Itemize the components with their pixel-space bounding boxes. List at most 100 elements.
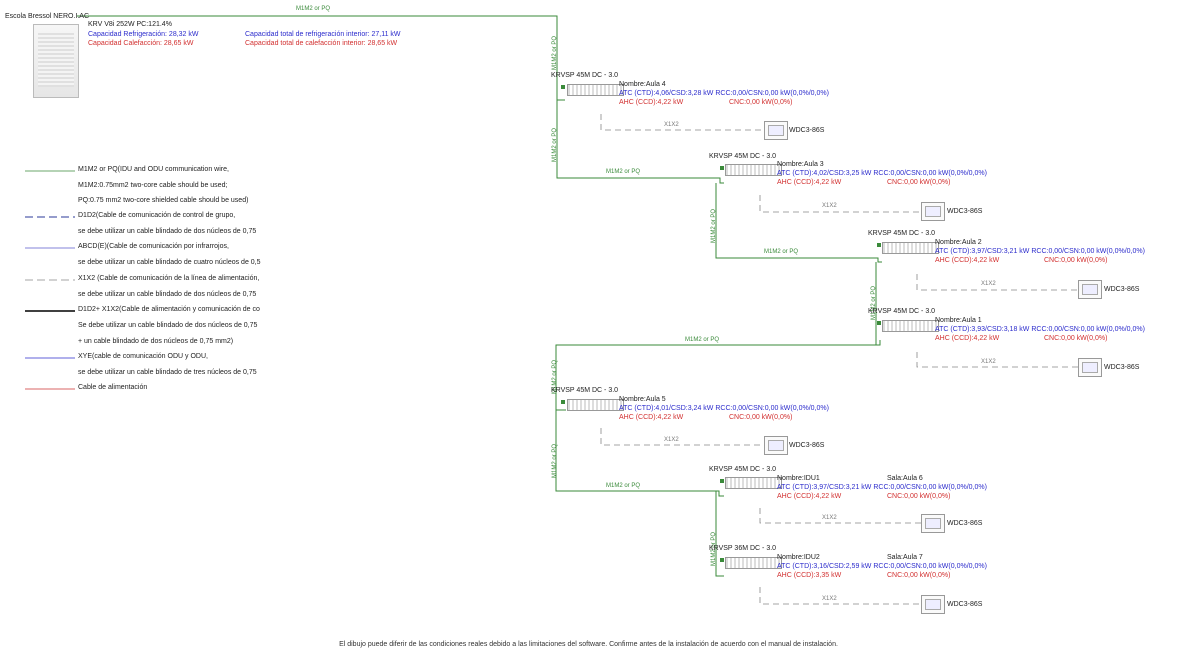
controller-label: WDC3-86S — [789, 127, 825, 134]
unit-ahc: AHC (CCD):4,22 kW — [777, 179, 842, 186]
total-cool-capacity: Capacidad total de refrigeración interio… — [245, 31, 401, 38]
unit-cnc: CNC:0,00 kW(0,0%) — [887, 493, 951, 500]
unit-atc: ATC (CTD):4,02/CSD:3,25 kW RCC:0,00/CSN:… — [777, 170, 987, 177]
indoor-unit-image[interactable] — [882, 242, 939, 254]
unit-name: Nombre:IDU1 — [777, 475, 820, 482]
odu-cool-capacity: Capacidad Refrigeración: 28,32 kW — [88, 31, 199, 38]
wired-controller-icon[interactable] — [764, 436, 788, 455]
unit-model: KRVSP 45M DC - 3.0 — [551, 387, 619, 394]
indoor-unit-image[interactable] — [567, 399, 624, 411]
unit-name: Nombre:Aula 1 — [935, 317, 982, 324]
legend-text: se debe utilizar un cable blindado de cu… — [78, 259, 261, 266]
unit-name: Nombre:Aula 3 — [777, 161, 824, 168]
legend-text: M1M2:0.75mm2 two-core cable should be us… — [78, 182, 228, 189]
x1x2-label: X1X2 — [822, 596, 837, 602]
unit-model: KRVSP 45M DC - 3.0 — [868, 230, 936, 237]
unit-atc: ATC (CTD):3,97/CSD:3,21 kW RCC:0,00/CSN:… — [777, 484, 987, 491]
legend-text: Cable de alimentación — [78, 384, 148, 391]
odu-heat-capacity: Capacidad Calefacción: 28,65 kW — [88, 40, 194, 47]
x1x2-label: X1X2 — [981, 281, 996, 287]
unit-cnc: CNC:0,00 kW(0,0%) — [729, 99, 793, 106]
odu-model: KRV V8i 252W PC:121.4% — [88, 21, 172, 28]
unit-model: KRVSP 45M DC - 3.0 — [709, 466, 777, 473]
unit-cnc: CNC:0,00 kW(0,0%) — [887, 572, 951, 579]
indoor-unit-image[interactable] — [567, 84, 624, 96]
wired-controller-icon[interactable] — [921, 514, 945, 533]
unit-cnc: CNC:0,00 kW(0,0%) — [1044, 335, 1108, 342]
legend-text: M1M2 or PQ(IDU and ODU communication wir… — [78, 166, 229, 173]
unit-cnc: CNC:0,00 kW(0,0%) — [729, 414, 793, 421]
unit-model: KRVSP 45M DC - 3.0 — [709, 153, 777, 160]
legend-text: se debe utilizar un cable blindado de do… — [78, 291, 257, 298]
legend-text: X1X2 (Cable de comunicación de la línea … — [78, 275, 260, 282]
controller-label: WDC3-86S — [947, 520, 983, 527]
wired-controller-icon[interactable] — [1078, 280, 1102, 299]
wired-controller-icon[interactable] — [764, 121, 788, 140]
total-heat-capacity: Capacidad total de calefacción interior:… — [245, 40, 398, 47]
controller-label: WDC3-86S — [947, 601, 983, 608]
unit-atc: ATC (CTD):3,97/CSD:3,21 kW RCC:0,00/CSN:… — [935, 248, 1145, 255]
unit-ahc: AHC (CCD):4,22 kW — [619, 414, 684, 421]
unit-atc: ATC (CTD):4,06/CSD:3,28 kW RCC:0,00/CSN:… — [619, 90, 829, 97]
wire-label: M1M2 or PQ — [685, 337, 720, 343]
wire-label: M1M2 or PQ — [606, 483, 641, 489]
legend-text: XYE(cable de comunicación ODU y ODU, — [78, 353, 208, 360]
wire-label: M1M2 or PQ — [711, 208, 717, 243]
x1x2-label: X1X2 — [664, 122, 679, 128]
unit-ahc: AHC (CCD):4,22 kW — [619, 99, 684, 106]
wire-label: M1M2 or PQ — [552, 35, 558, 70]
unit-name: Nombre:Aula 5 — [619, 396, 666, 403]
legend-text: D1D2+ X1X2(Cable de alimentación y comun… — [78, 306, 260, 313]
unit-model: KRVSP 45M DC - 3.0 — [551, 72, 619, 79]
legend-text: + un cable blindado de dos núcleos de 0,… — [78, 338, 234, 345]
unit-atc: ATC (CTD):4,01/CSD:3,24 kW RCC:0,00/CSN:… — [619, 405, 829, 412]
controller-label: WDC3-86S — [789, 442, 825, 449]
unit-ahc: AHC (CCD):4,22 kW — [935, 335, 1000, 342]
unit-cnc: CNC:0,00 kW(0,0%) — [887, 179, 951, 186]
unit-cnc: CNC:0,00 kW(0,0%) — [1044, 257, 1108, 264]
m1m2-wires — [77, 15, 882, 577]
unit-room: Sala:Aula 6 — [887, 475, 923, 482]
unit-model: KRVSP 36M DC - 3.0 — [709, 545, 777, 552]
unit-name: Nombre:Aula 2 — [935, 239, 982, 246]
site-name: Escola Bressol NERO.I.AC — [5, 13, 90, 20]
unit-ahc: AHC (CCD):4,22 kW — [935, 257, 1000, 264]
unit-model: KRVSP 45M DC - 3.0 — [868, 308, 936, 315]
legend-text: Se debe utilizar un cable blindado de do… — [78, 322, 258, 329]
unit-atc: ATC (CTD):3,93/CSD:3,18 kW RCC:0,00/CSN:… — [935, 326, 1145, 333]
x1x2-label: X1X2 — [822, 203, 837, 209]
x1x2-label: X1X2 — [981, 359, 996, 365]
unit-atc: ATC (CTD):3,16/CSD:2,59 kW RCC:0,00/CSN:… — [777, 563, 987, 570]
legend-text: ABCD(E)(Cable de comunicación por infrar… — [78, 243, 229, 250]
outdoor-unit-image[interactable] — [33, 24, 79, 98]
unit-ahc: AHC (CCD):3,35 kW — [777, 572, 842, 579]
controller-label: WDC3-86S — [1104, 286, 1140, 293]
footer-disclaimer: El dibujo puede diferir de las condicion… — [339, 641, 838, 648]
wired-controller-icon[interactable] — [921, 202, 945, 221]
wire-label: M1M2 or PQ — [552, 127, 558, 162]
indoor-unit-image[interactable] — [725, 164, 782, 176]
wire-label: M1M2 or PQ — [296, 6, 331, 12]
unit-ahc: AHC (CCD):4,22 kW — [777, 493, 842, 500]
wired-controller-icon[interactable] — [921, 595, 945, 614]
x1x2-label: X1X2 — [822, 515, 837, 521]
wire-label: M1M2 or PQ — [606, 169, 641, 175]
indoor-unit-image[interactable] — [882, 320, 939, 332]
x1x2-label: X1X2 — [664, 437, 679, 443]
unit-room: Sala:Aula 7 — [887, 554, 923, 561]
indoor-unit-image[interactable] — [725, 477, 782, 489]
legend-text: se debe utilizar un cable blindado de tr… — [78, 369, 257, 376]
unit-name: Nombre:Aula 4 — [619, 81, 666, 88]
controller-label: WDC3-86S — [947, 208, 983, 215]
controller-label: WDC3-86S — [1104, 364, 1140, 371]
wired-controller-icon[interactable] — [1078, 358, 1102, 377]
legend-text: se debe utilizar un cable blindado de do… — [78, 228, 257, 235]
wire-label: M1M2 or PQ — [764, 249, 799, 255]
x1x2-wires — [600, 114, 1078, 605]
wire-label: M1M2 or PQ — [552, 443, 558, 478]
legend-text: D1D2(Cable de comunicación de control de… — [78, 212, 236, 219]
indoor-unit-image[interactable] — [725, 557, 782, 569]
legend-text: PQ:0.75 mm2 two-core shielded cable shou… — [78, 197, 249, 204]
unit-name: Nombre:IDU2 — [777, 554, 820, 561]
